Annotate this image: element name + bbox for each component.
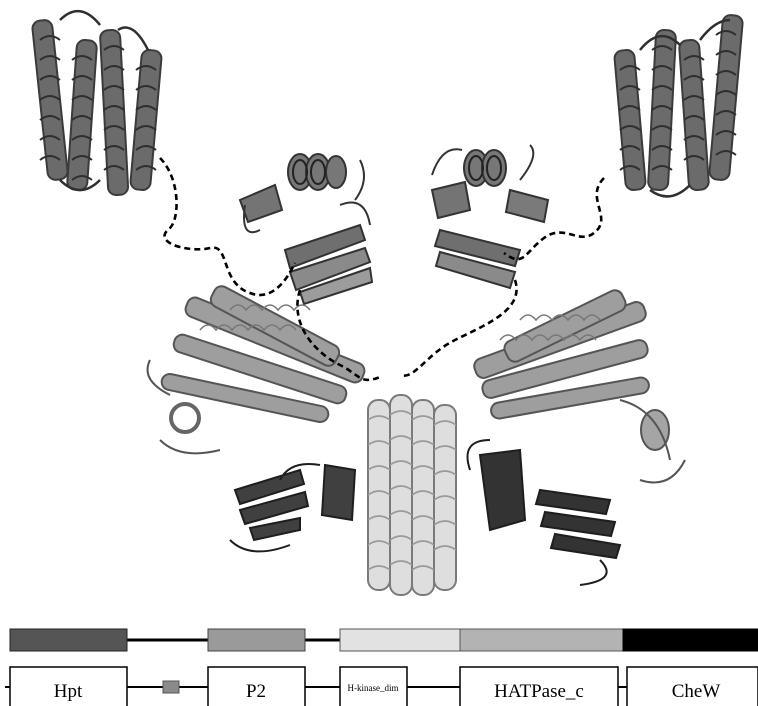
chew-domain-left: [230, 464, 355, 551]
bar-segment-hkinase: [340, 629, 460, 651]
p2-domain-left: [240, 154, 372, 304]
hpt-domain-right: [614, 14, 743, 196]
hpt-domain-left: [32, 11, 162, 195]
chew-domain-right: [468, 440, 621, 585]
atpase-domain-left: [148, 283, 367, 453]
bar-segment-hatpase: [460, 629, 623, 651]
bar-segment-hpt: [10, 629, 127, 651]
bar-segment-p2: [208, 629, 305, 651]
p2-domain-right: [432, 145, 548, 288]
label-hatpase: HATPase_c: [494, 681, 584, 702]
domain-label-row: Hpt P2 H-kinase_dim HATPase_c CheW: [5, 667, 758, 706]
bar-segment-chew: [623, 629, 758, 651]
label-hpt: Hpt: [54, 681, 83, 702]
small-domain-box: [163, 681, 179, 693]
dimerization-domain: [368, 395, 456, 595]
label-p2: P2: [246, 681, 266, 702]
label-hkinase: H-kinase_dim: [348, 683, 399, 693]
label-chew: CheW: [672, 681, 721, 702]
protein-structure: [32, 11, 744, 595]
domain-architecture-bar: [10, 629, 758, 651]
